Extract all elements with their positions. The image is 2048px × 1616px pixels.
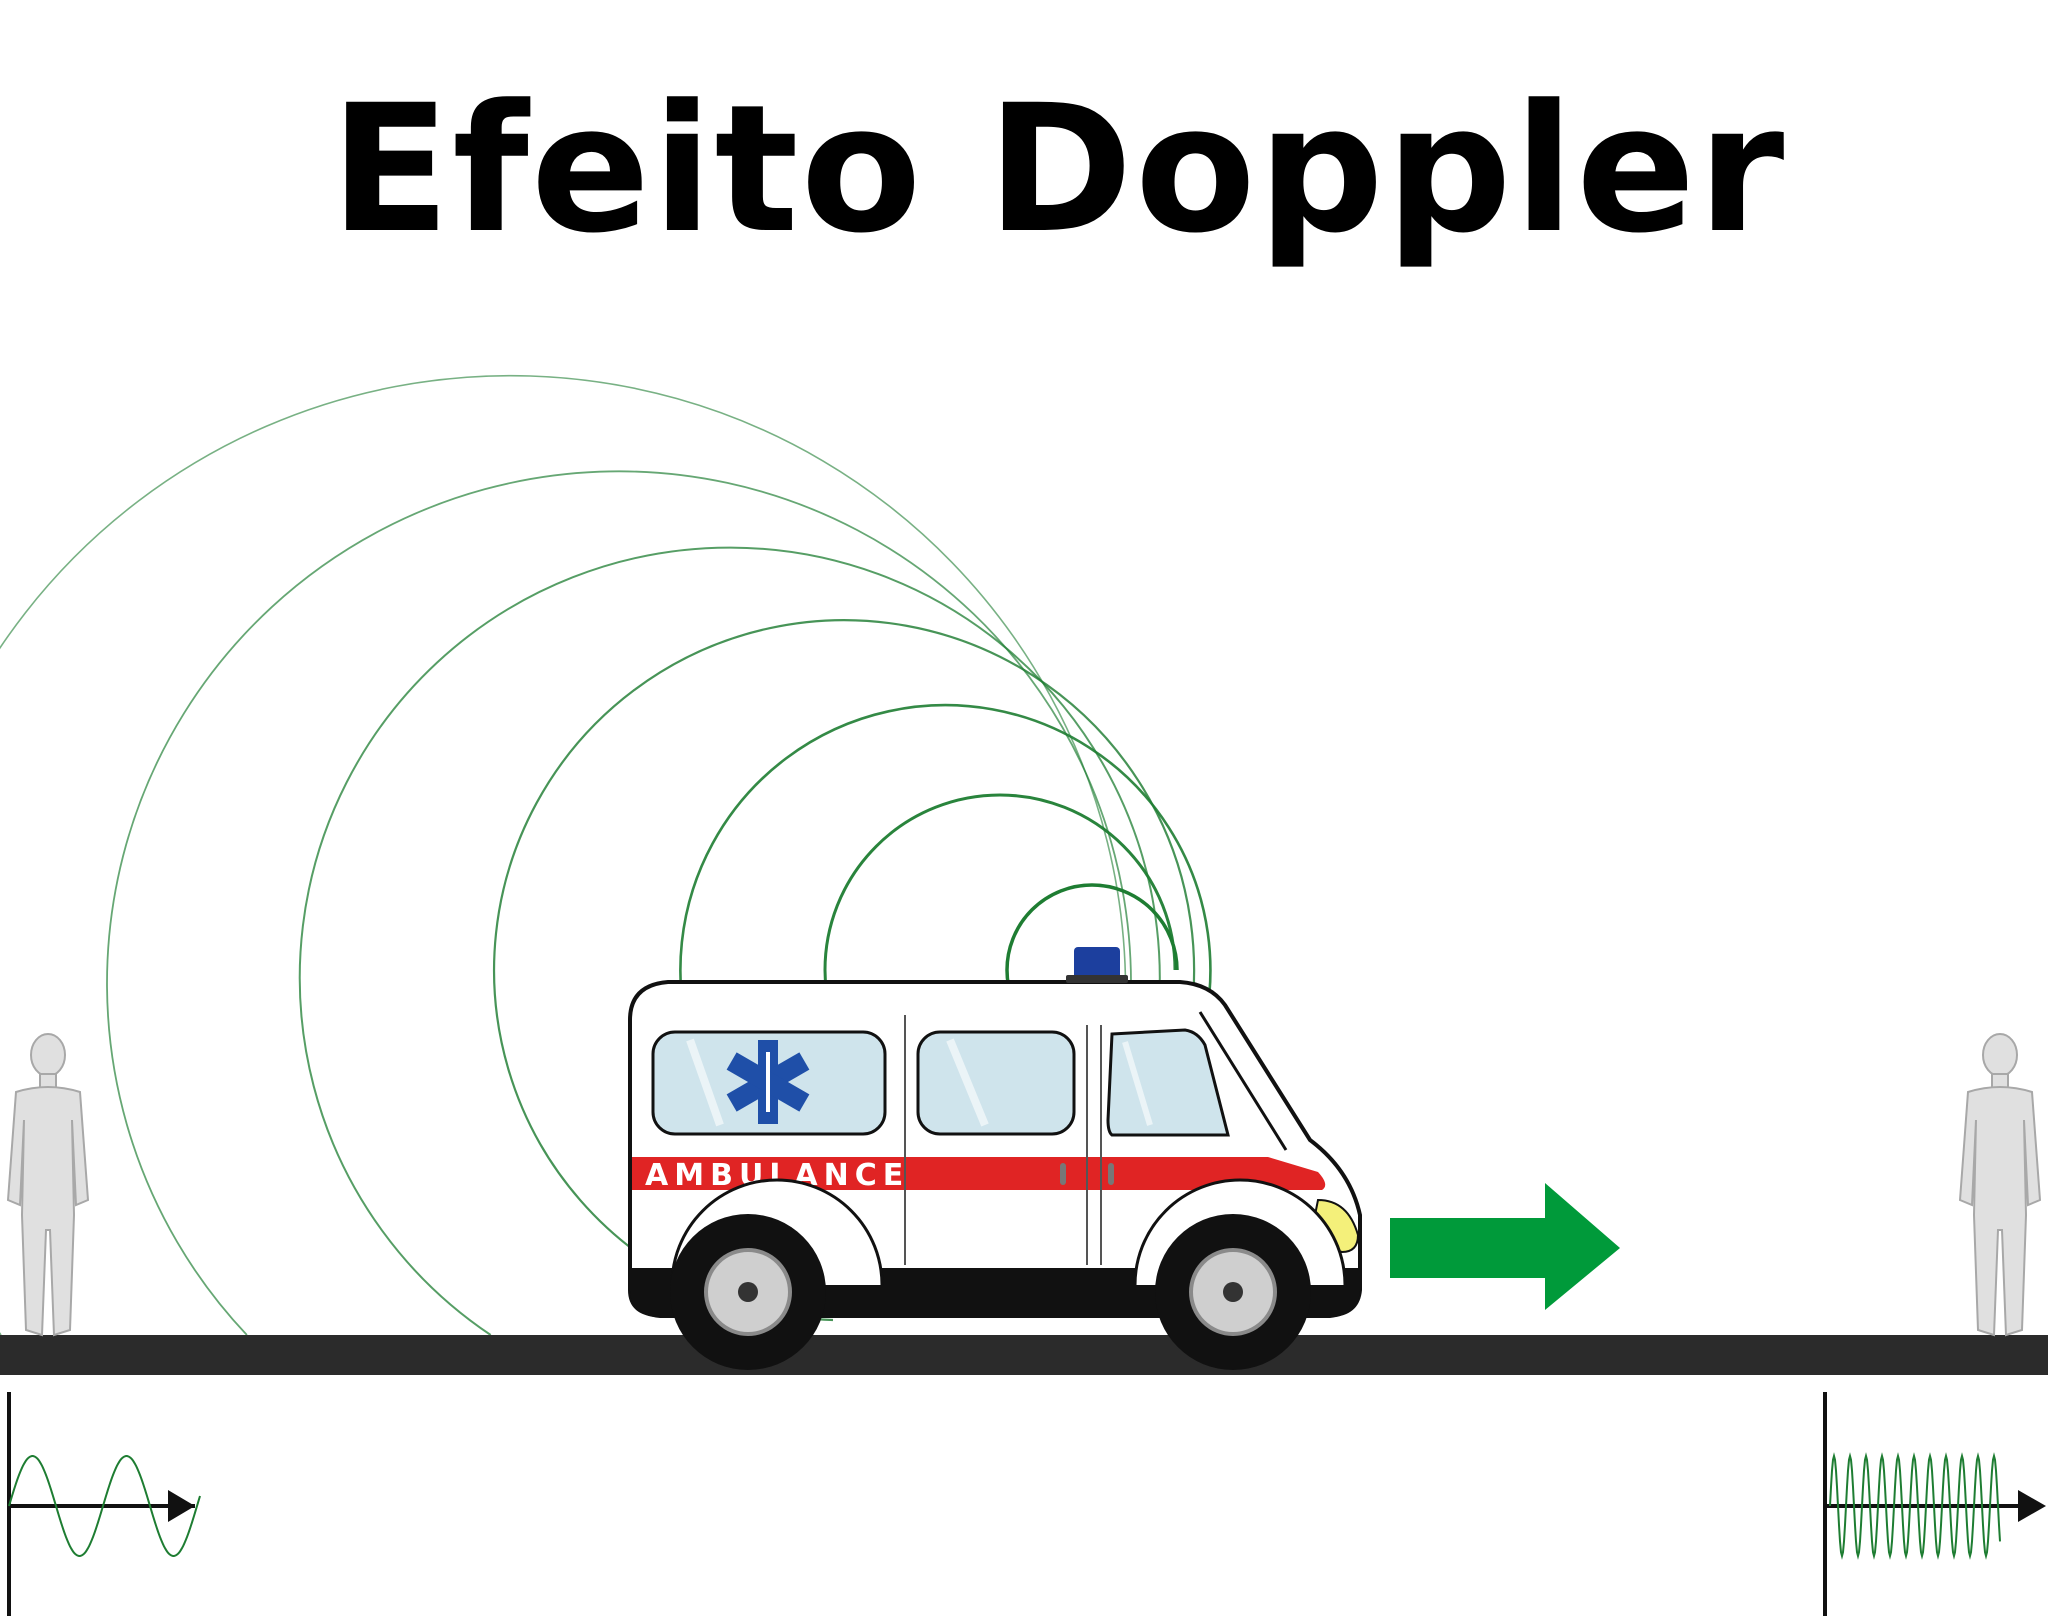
star-of-life-icon	[726, 1040, 810, 1124]
road	[0, 1335, 2048, 1375]
beacon-light	[1074, 947, 1120, 979]
wavefront-7	[0, 374, 1127, 1336]
side-window	[916, 1030, 1076, 1136]
right-person-icon	[1958, 1033, 2042, 1337]
front-wheel	[1155, 1214, 1311, 1370]
left-person-icon	[6, 1033, 90, 1337]
cab-window	[1106, 1028, 1230, 1137]
rear-wheel	[670, 1214, 826, 1370]
left-waveform-icon	[7, 1392, 201, 1616]
wavefront-4	[493, 619, 1196, 1322]
right-waveform-icon	[1823, 1392, 2046, 1616]
direction-arrow-icon	[1390, 1183, 1620, 1310]
wavefront-5	[298, 546, 1161, 1336]
ambulance-icon: AMBULANCE	[628, 947, 1362, 1370]
diagram-title: Efeito Doppler	[330, 67, 1787, 272]
